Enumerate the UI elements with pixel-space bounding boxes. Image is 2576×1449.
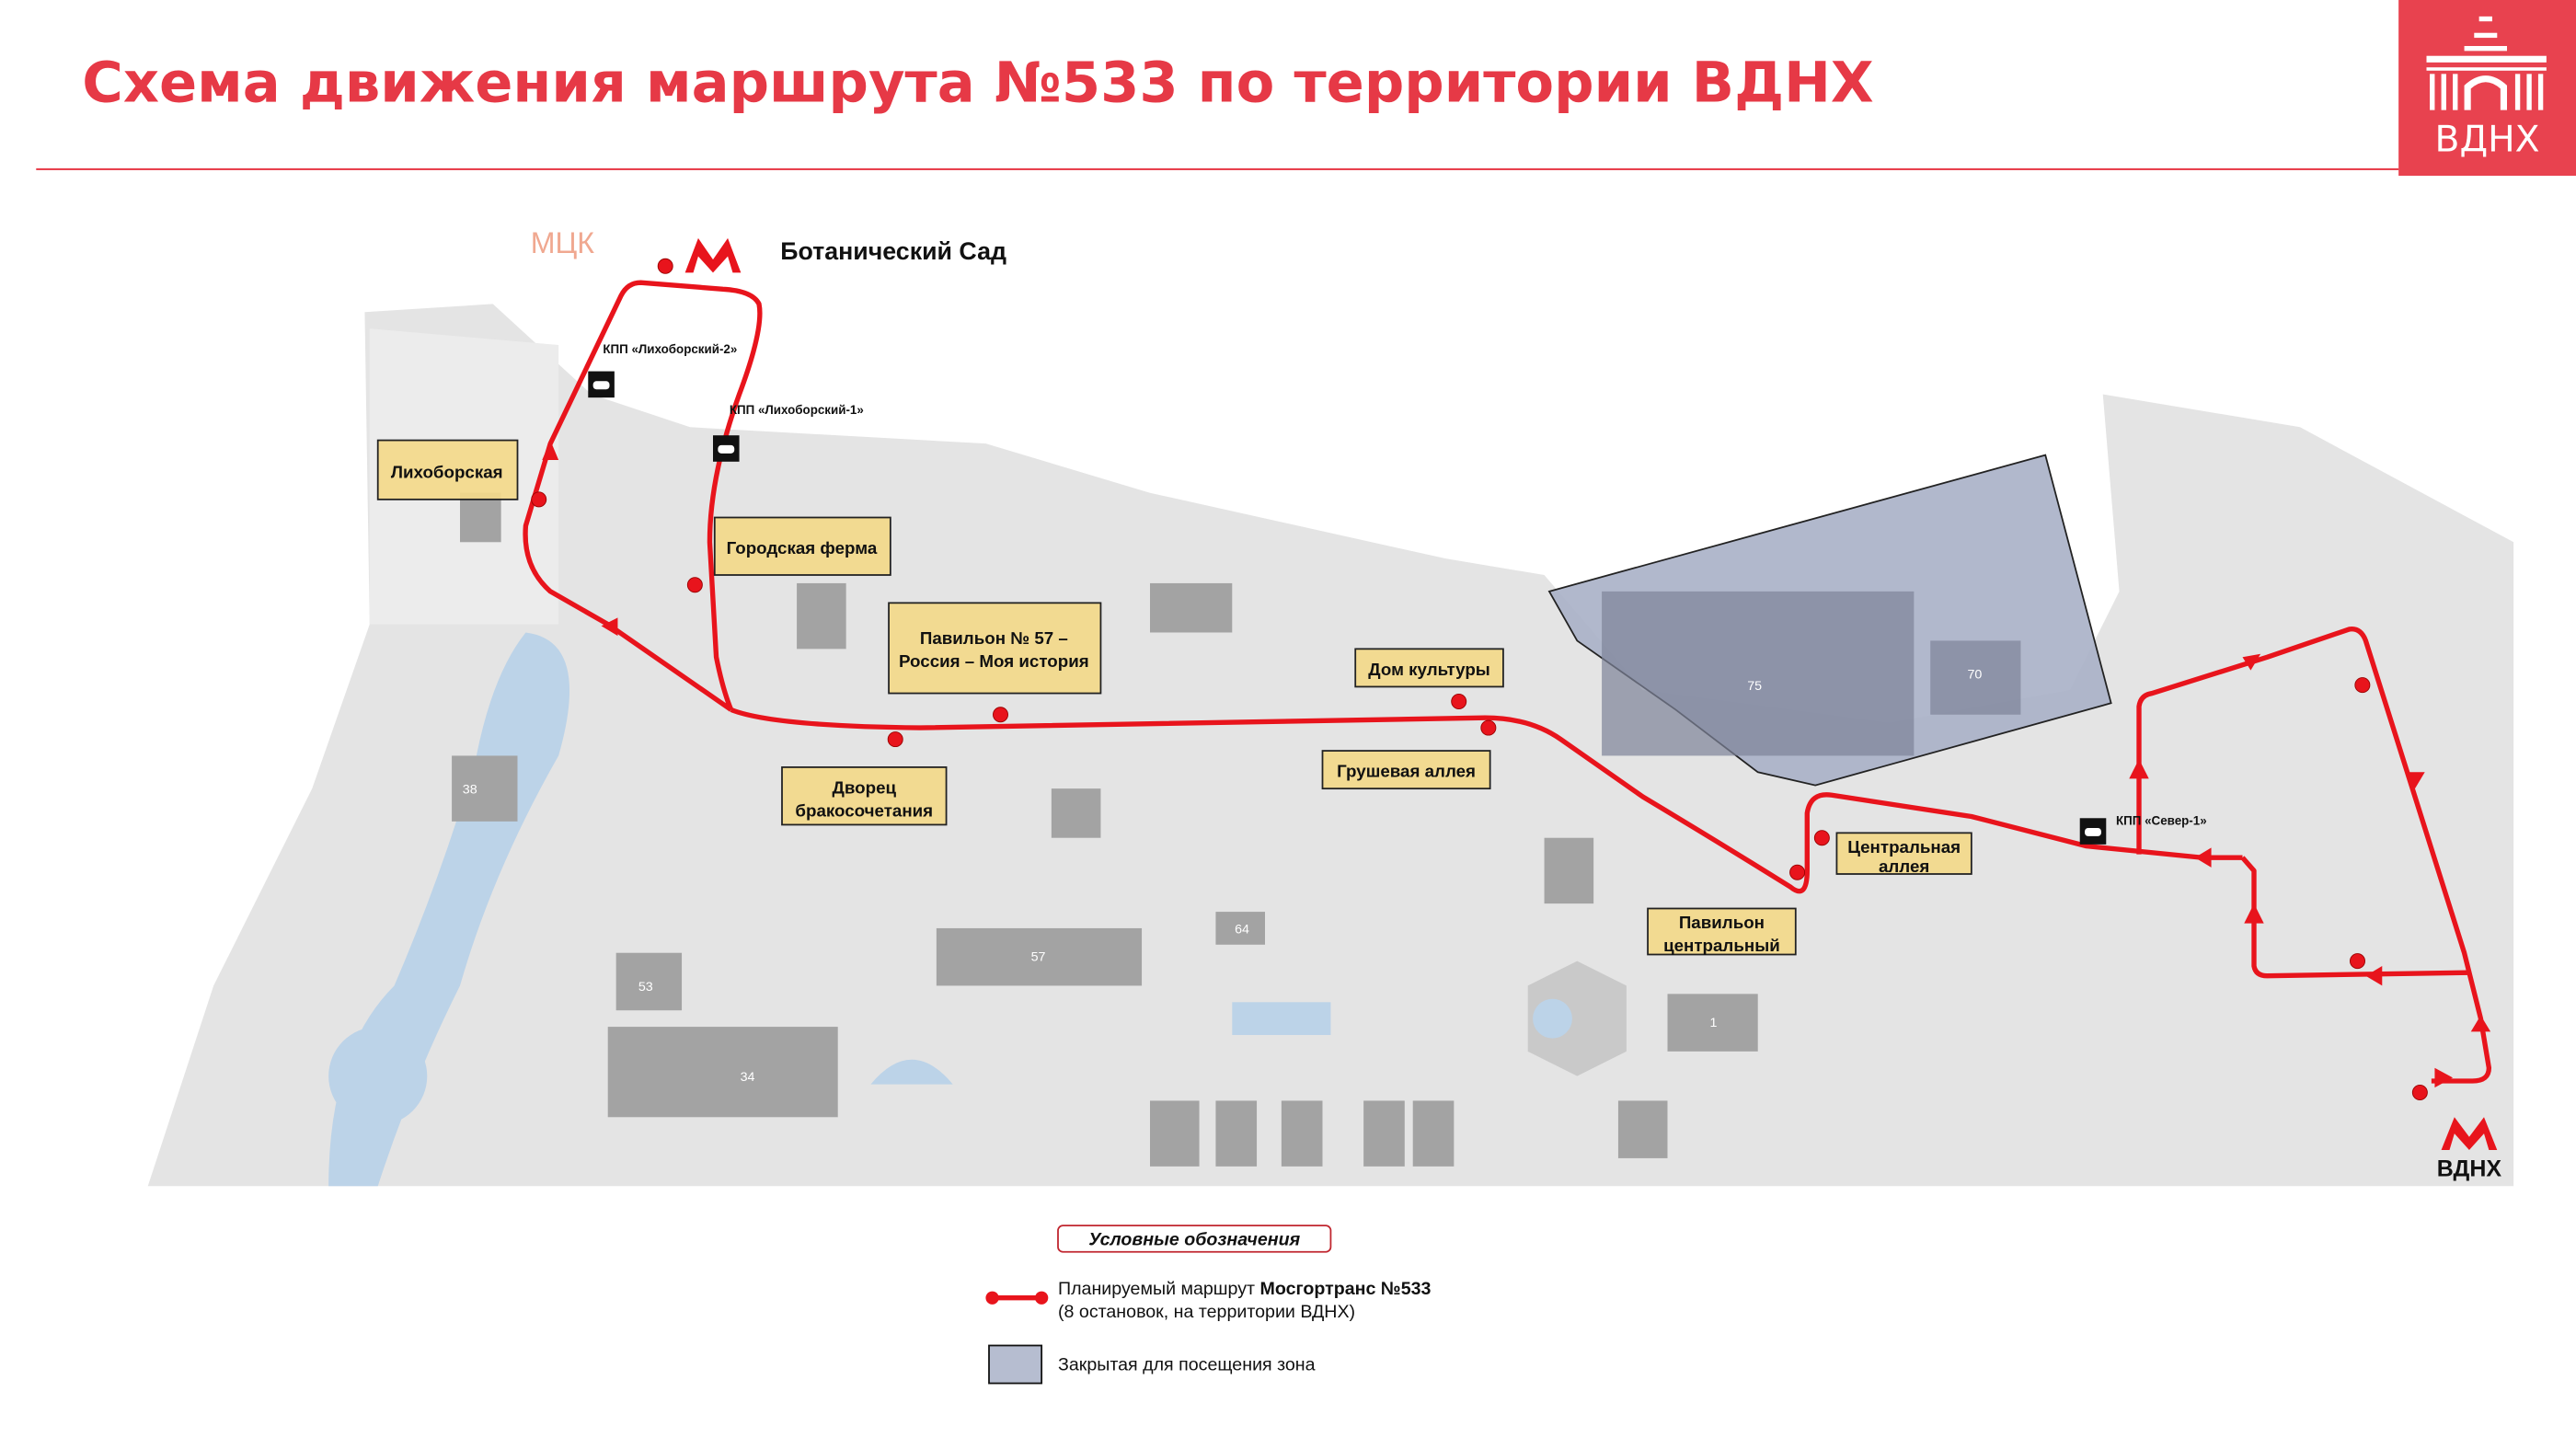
stop-marker bbox=[1480, 719, 1497, 736]
closed-zone-legend-text: Закрытая для посещения зона bbox=[1058, 1354, 1316, 1374]
checkpoint-label: КПП «Лихоборский-2» bbox=[603, 342, 737, 356]
stop-label-lihoborskaya bbox=[376, 439, 519, 500]
checkpoint-label: КПП «Север-1» bbox=[2116, 813, 2207, 827]
stop-marker bbox=[887, 731, 903, 748]
metro-icon bbox=[2441, 1117, 2498, 1150]
map-base: 57 34 1 38 64 53 bbox=[147, 304, 2514, 1187]
stop-marker bbox=[2411, 1085, 2428, 1100]
building-number: 38 bbox=[463, 783, 477, 798]
checkpoint-lihoborsky-1: КПП «Лихоборский-1» bbox=[713, 403, 864, 462]
route-legend-bold: Мосгортранс №533 bbox=[1260, 1279, 1432, 1299]
page-title: Схема движения маршрута №533 по территор… bbox=[82, 52, 1873, 116]
stop-marker bbox=[993, 707, 1008, 723]
stop-name: бракосочетания bbox=[795, 801, 933, 821]
stop-markers bbox=[531, 258, 2428, 1100]
checkpoint-label: КПП «Лихоборский-1» bbox=[730, 403, 864, 417]
metro-station-vdnh: ВДНХ bbox=[2437, 1156, 2502, 1182]
building-number: 57 bbox=[1031, 950, 1046, 965]
stop-label-dom-kultury bbox=[1354, 648, 1504, 688]
stop-marker bbox=[2350, 953, 2365, 970]
building-number: 75 bbox=[1747, 679, 1762, 694]
stop-name: Грушевая аллея bbox=[1337, 762, 1476, 781]
metro-station-botanical: Ботанический Сад bbox=[780, 237, 1006, 265]
stop-name: Россия – Моя история bbox=[899, 651, 1089, 671]
closed-zone-building bbox=[1930, 640, 2021, 715]
route-direction-arrows bbox=[542, 440, 2491, 1088]
stop-name: Павильон № 57 – bbox=[920, 628, 1068, 648]
building-number: 64 bbox=[1235, 922, 1249, 937]
building-number: 34 bbox=[741, 1070, 755, 1085]
stop-label-pavilion-57 bbox=[888, 602, 1102, 695]
checkpoint-sever-1: КПП «Север-1» bbox=[2079, 813, 2207, 845]
stop-name: Павильон bbox=[1679, 913, 1765, 932]
building-number: 70 bbox=[1967, 668, 1982, 683]
vdnh-logo: ВДНХ bbox=[2398, 0, 2576, 177]
stop-marker bbox=[1813, 830, 1830, 846]
stop-marker bbox=[657, 258, 673, 274]
stop-marker bbox=[531, 491, 547, 508]
legend: Условные обозначения Планируемый маршрут… bbox=[985, 1225, 1432, 1385]
stop-marker bbox=[1789, 864, 1806, 880]
legend-title: Условные обозначения bbox=[1088, 1230, 1300, 1250]
stop-name: центральный bbox=[1663, 936, 1780, 955]
route-legend-subtext: (8 остановок, на территории ВДНХ) bbox=[1058, 1302, 1355, 1322]
mck-label: МЦК bbox=[531, 226, 595, 259]
stop-name: Городская ферма bbox=[727, 538, 878, 558]
stop-name: Лихоборская bbox=[391, 463, 503, 482]
route-legend-text: Планируемый маршрут bbox=[1058, 1279, 1260, 1299]
stop-name: Дворец bbox=[833, 778, 897, 798]
stop-marker bbox=[686, 577, 703, 593]
checkpoint-lihoborsky-2: КПП «Лихоборский-2» bbox=[588, 342, 737, 398]
stop-label-centralnaya-alleya bbox=[1835, 832, 1972, 875]
svg-text:Планируемый маршрут Мосгортран: Планируемый маршрут Мосгортранс №533 bbox=[1058, 1279, 1432, 1299]
stop-name: Центральная bbox=[1847, 837, 1961, 857]
stop-name: Дом культуры bbox=[1368, 660, 1490, 679]
route-533 bbox=[523, 280, 2492, 1084]
building-number: 1 bbox=[1710, 1016, 1718, 1030]
closed-zone-legend-swatch bbox=[988, 1344, 1043, 1385]
stop-marker bbox=[2354, 677, 2371, 694]
stop-label-pavilion-central bbox=[1647, 907, 1797, 956]
logo-text: ВДНХ bbox=[2435, 119, 2540, 160]
stop-name: аллея bbox=[1879, 857, 1929, 876]
metro-icon bbox=[684, 237, 742, 273]
stop-label-dvorets bbox=[781, 766, 948, 826]
closed-zone-building bbox=[1602, 591, 1915, 756]
stop-label-gorodskaya-ferma bbox=[713, 516, 891, 576]
building-number: 53 bbox=[638, 980, 653, 995]
stop-marker bbox=[1451, 694, 1467, 709]
stop-label-grushevaya bbox=[1321, 750, 1491, 790]
